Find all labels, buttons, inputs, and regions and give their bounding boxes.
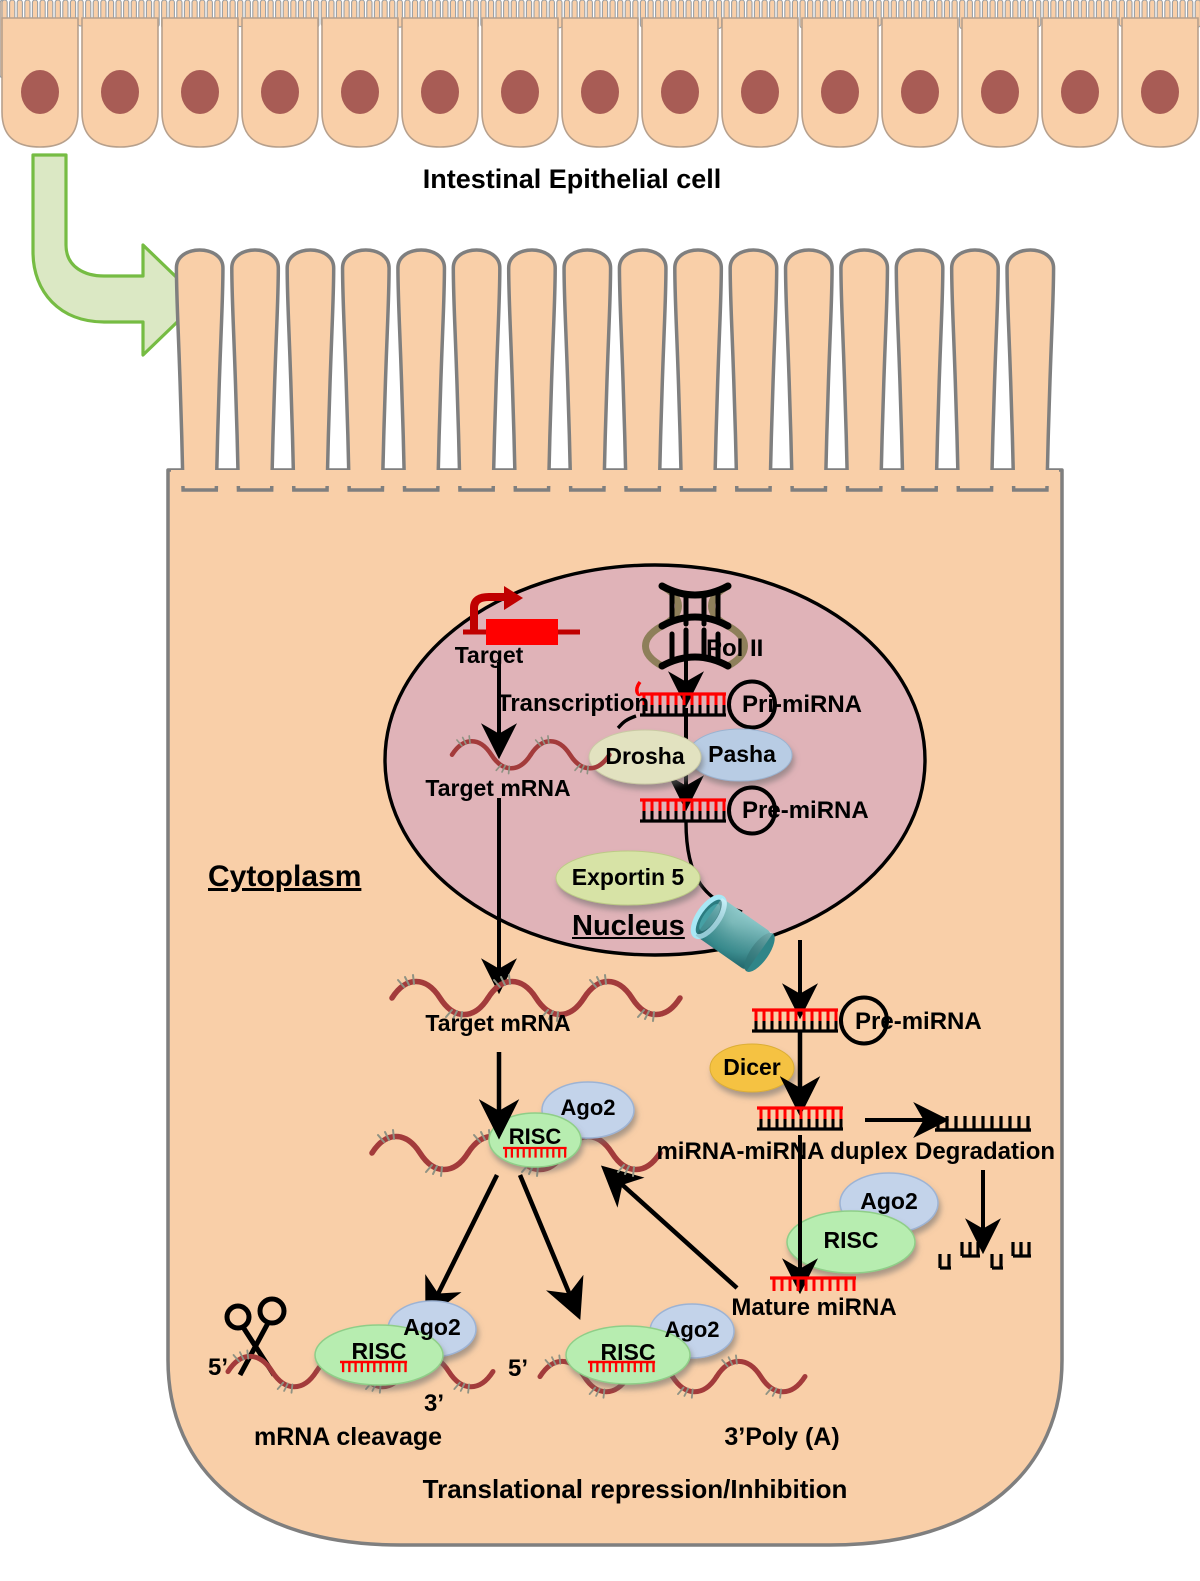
epithelium-title: Intestinal Epithelial cell xyxy=(422,164,722,194)
main-cell-microvillus xyxy=(285,248,336,492)
zoom-in-green-arrow xyxy=(31,153,202,357)
epithelial-cell-row xyxy=(0,0,1200,148)
risc-blob-cleavage xyxy=(314,1324,444,1386)
main-cell-microvillus xyxy=(506,248,557,492)
main-cell-microvillus xyxy=(562,248,613,492)
epithelial-cell-nucleus xyxy=(341,70,379,114)
pri-mirna-hairpin xyxy=(616,682,775,729)
main-cell-microvilli xyxy=(174,248,1056,492)
epithelial-cell-nucleus xyxy=(181,70,219,114)
epithelial-cell-nucleus xyxy=(501,70,539,114)
pri-mirna-label: Pri-miRNA xyxy=(742,691,863,718)
risc-label-loading: RISC xyxy=(823,1227,879,1253)
epithelial-cell-nucleus xyxy=(741,70,779,114)
pre-mirna-nuclear-label: Pre-miRNA xyxy=(742,797,869,824)
epithelial-cell-nucleus xyxy=(101,70,139,114)
ago2-label-central: Ago2 xyxy=(560,1095,616,1120)
risc-blob-loading xyxy=(786,1210,916,1274)
drosha-blob xyxy=(588,729,702,785)
main-cell-microvillus xyxy=(1005,248,1056,492)
arrow-branch-left xyxy=(425,1174,500,1320)
main-cell-microvillus xyxy=(783,248,834,492)
transcription-label: Transcription xyxy=(497,690,650,717)
nuclear-pore-icon xyxy=(690,894,775,972)
target-mrna-cyto-label: Target mRNA xyxy=(425,1010,571,1036)
three-prime-left-label: 3’ xyxy=(424,1390,445,1417)
main-cell-microvillus xyxy=(894,248,945,492)
pre-mirna-cyto-label: Pre-miRNA xyxy=(855,1008,982,1035)
epithelial-cell-nucleus xyxy=(901,70,939,114)
nucleus-label: Nucleus xyxy=(572,910,685,942)
dicer-label: Dicer xyxy=(723,1054,781,1080)
duplex-label: miRNA-miRNA duplex xyxy=(656,1138,908,1165)
exportin5-label: Exportin 5 xyxy=(571,864,685,890)
arrow-mature-to-risc xyxy=(600,1165,739,1290)
ago2-label-cleavage: Ago2 xyxy=(403,1314,461,1340)
risc-label-central: RISC xyxy=(508,1124,562,1149)
epithelial-cells xyxy=(1,17,1199,148)
epithelial-cell-nucleus xyxy=(661,70,699,114)
target-gene-icon xyxy=(463,586,580,645)
mature-mirna-label: Mature miRNA xyxy=(731,1294,897,1321)
translational-repression-label: Translational repression/Inhibition xyxy=(422,1474,848,1504)
five-prime-right-label: 5’ xyxy=(508,1355,529,1382)
main-cell-microvillus xyxy=(728,248,779,492)
epithelial-cell-nucleus xyxy=(981,70,1019,114)
drosha-label: Drosha xyxy=(605,743,685,769)
target-label: Target xyxy=(454,642,524,668)
epithelial-cell-nucleus xyxy=(261,70,299,114)
ago2-label-repression: Ago2 xyxy=(664,1317,720,1342)
mrna-cleavage-label: mRNA cleavage xyxy=(253,1423,443,1451)
epithelial-cell-nucleus xyxy=(1141,70,1179,114)
epithelial-cell-nucleus xyxy=(1061,70,1099,114)
main-cell-microvillus xyxy=(839,248,890,492)
epithelial-cell-nucleus xyxy=(821,70,859,114)
main-cell-microvillus xyxy=(340,248,391,492)
exportin5-blob xyxy=(555,850,701,906)
dna-helix-icon xyxy=(642,582,748,670)
main-cell-microvillus xyxy=(230,248,281,492)
epithelial-cell-nucleus xyxy=(421,70,459,114)
cytoplasm-label: Cytoplasm xyxy=(208,860,362,893)
pasha-label: Pasha xyxy=(708,741,776,767)
five-prime-left-label: 5’ xyxy=(208,1354,229,1381)
risc-label-repression: RISC xyxy=(600,1339,656,1365)
dicer-blob xyxy=(709,1043,795,1093)
degradation-label: Degradation xyxy=(914,1138,1056,1165)
main-cell-microvillus xyxy=(451,248,502,492)
main-cell-microvillus xyxy=(949,248,1000,492)
poly-a-label: 3’Poly (A) xyxy=(724,1423,840,1451)
main-cell-microvillus xyxy=(396,248,447,492)
pol2-label: Pol II xyxy=(706,635,764,662)
degraded-fragments xyxy=(938,1242,1031,1270)
arrow-branch-right xyxy=(517,1174,584,1320)
epithelial-cell-nucleus xyxy=(21,70,59,114)
main-cell-microvillus xyxy=(174,248,225,492)
main-cell-microvillus xyxy=(673,248,724,492)
ago2-label-loading: Ago2 xyxy=(860,1188,918,1214)
epithelial-cell-nucleus xyxy=(581,70,619,114)
risc-label-cleavage: RISC xyxy=(351,1338,407,1364)
main-cell-microvillus xyxy=(617,248,668,492)
target-mrna-nuclear-label: Target mRNA xyxy=(425,775,571,801)
